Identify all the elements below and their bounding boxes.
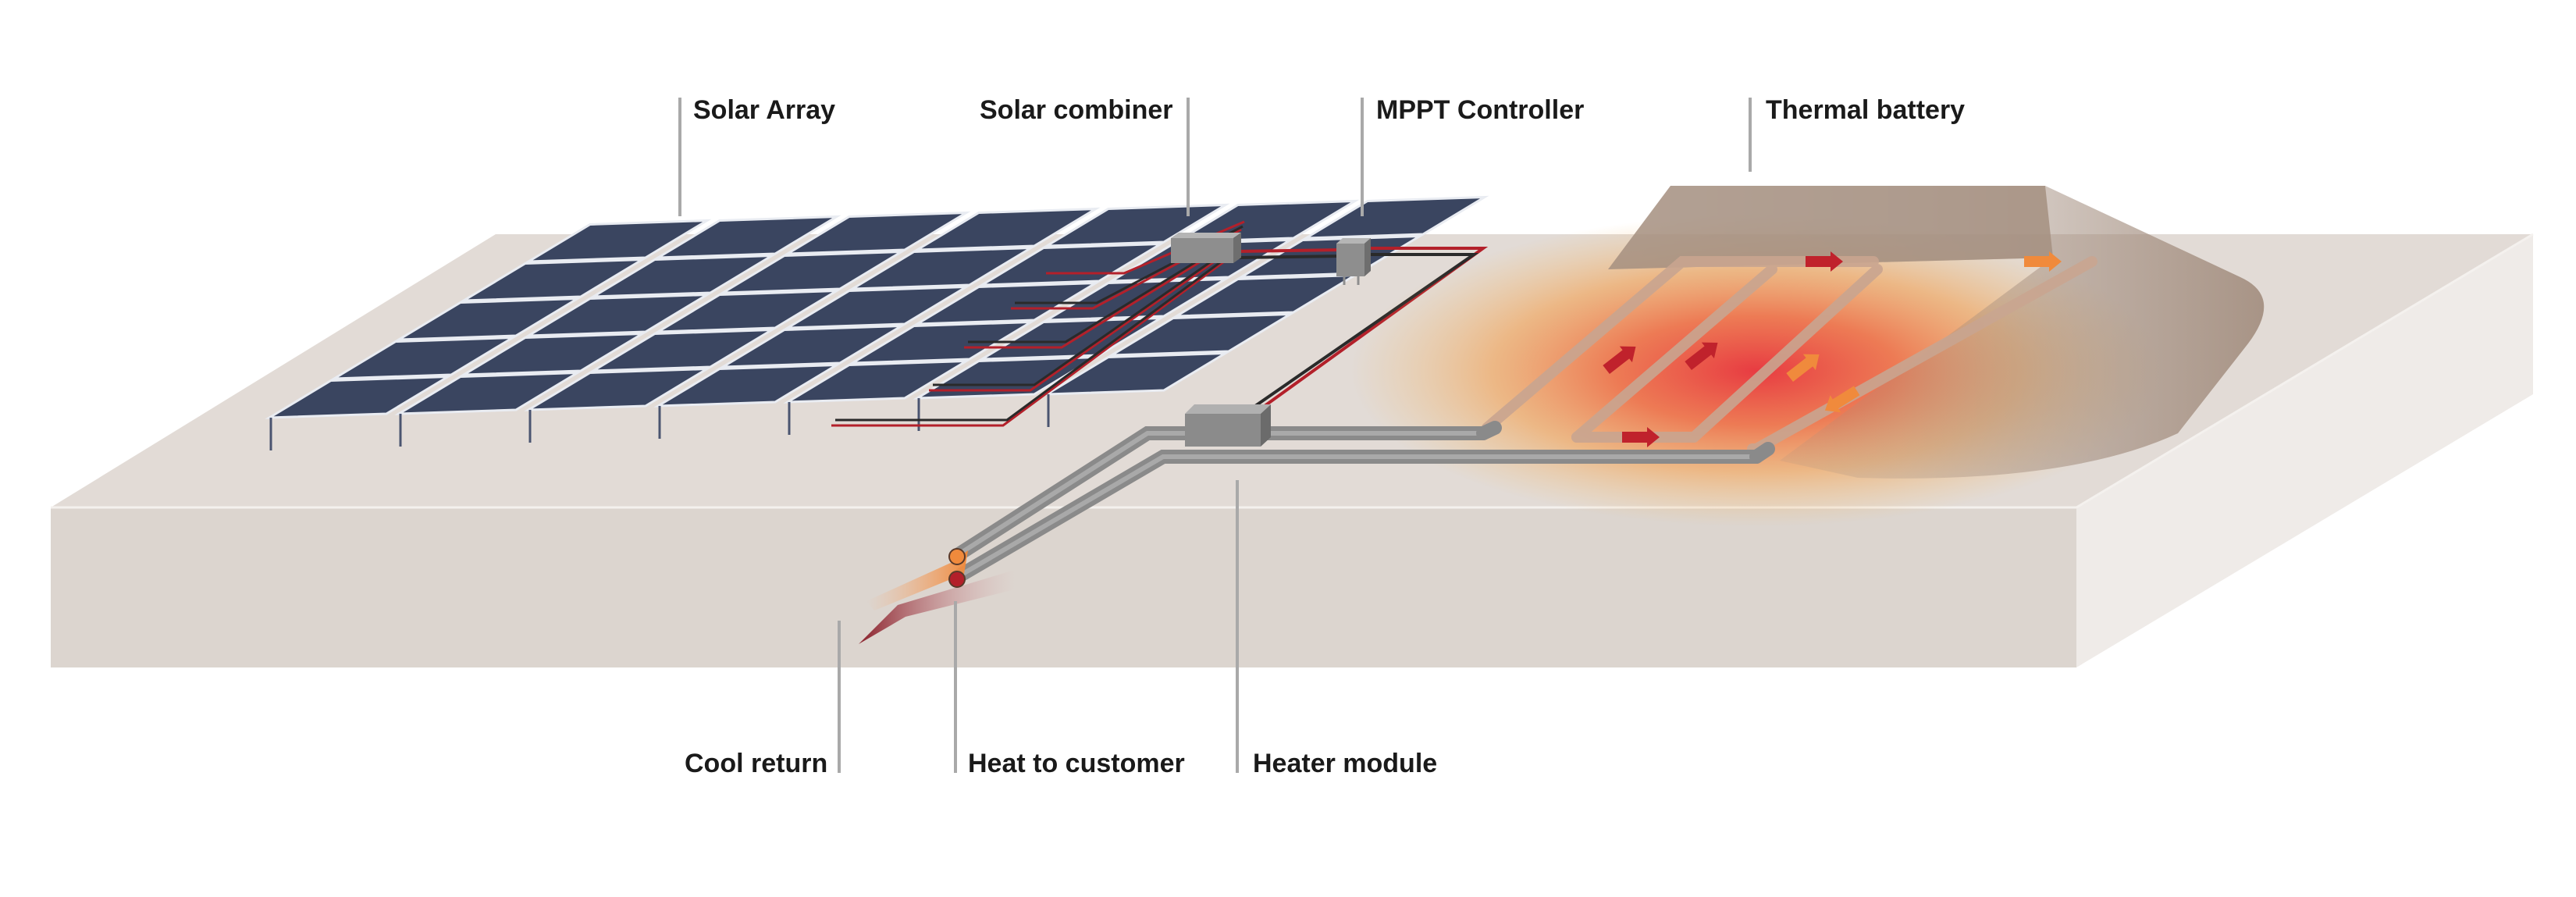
distribution-pipes xyxy=(949,421,1775,585)
solar-panel-icon xyxy=(459,258,647,302)
flow-arrow-icon xyxy=(1786,354,1820,383)
slab-front xyxy=(51,507,2076,667)
heater-box-icon xyxy=(1185,404,1271,447)
label-solar-combiner: Solar combiner xyxy=(980,95,1173,125)
label-mppt-controller: MPPT Controller xyxy=(1376,95,1585,125)
controller-wiring xyxy=(1236,247,1489,408)
label-heat-to-customer: Heat to customer xyxy=(968,749,1185,778)
thermal-battery xyxy=(1350,186,2265,527)
slab-side xyxy=(2076,234,2533,667)
solar-panel-icon xyxy=(589,328,777,372)
controller-box-icon xyxy=(1336,238,1371,285)
leader-solar-combiner xyxy=(1187,98,1190,216)
leader-mppt-controller xyxy=(1361,98,1364,216)
solar-panel-icon xyxy=(1042,203,1230,247)
solar-panel-icon xyxy=(524,367,712,411)
leader-thermal-battery xyxy=(1749,98,1752,172)
combiner-box-icon xyxy=(1171,233,1241,263)
solar-panel-icon xyxy=(718,250,906,294)
solar-panel-icon xyxy=(1042,351,1230,396)
label-solar-array: Solar Array xyxy=(693,95,836,125)
flow-arrow-icon xyxy=(1603,346,1636,375)
flow-arrow-icon xyxy=(1622,427,1660,447)
label-heater-module: Heater module xyxy=(1253,749,1438,778)
battery-flow-arrows xyxy=(1603,251,2062,447)
solar-panel-icon xyxy=(653,289,841,333)
flow-arrow-icon xyxy=(2024,251,2062,272)
flow-arrow-icon xyxy=(1824,386,1860,413)
solar-panel-icon xyxy=(913,281,1101,326)
leader-solar-array xyxy=(678,98,681,216)
leader-heater-module xyxy=(1236,480,1239,773)
solar-panel-icon xyxy=(1107,312,1295,357)
heat-arrow xyxy=(866,550,968,610)
leader-cool-return xyxy=(838,621,841,773)
leader-heat-to-customer xyxy=(954,601,957,773)
cool-return-arrow xyxy=(859,570,1015,644)
solar-panel-icon xyxy=(394,371,582,415)
solar-panel-icon xyxy=(653,363,841,408)
solar-panel-icon xyxy=(459,332,647,376)
solar-panel-icon xyxy=(589,254,777,298)
solar-panel-icon xyxy=(524,293,712,337)
flow-arrow-icon xyxy=(1685,342,1718,371)
solar-panel-icon xyxy=(783,285,971,329)
solar-panel-icon xyxy=(653,215,841,259)
solar-panel-icon xyxy=(783,359,971,404)
solar-panel-icon xyxy=(1301,195,1489,240)
label-thermal-battery: Thermal battery xyxy=(1766,95,1966,125)
solar-panel-icon xyxy=(718,324,906,368)
battery-top xyxy=(1608,186,2053,269)
solar-panel-icon xyxy=(329,336,518,380)
solar-panel-icon xyxy=(524,219,712,263)
solar-panel-icon xyxy=(848,320,1036,365)
label-cool-return: Cool return xyxy=(685,749,828,778)
flow-arrow-icon xyxy=(1806,251,1843,272)
solar-panel-icon xyxy=(913,207,1101,251)
flow-arrow-icon xyxy=(859,548,1015,644)
solar-panel-icon xyxy=(783,211,971,255)
solar-panel-icon xyxy=(394,297,582,341)
solar-panel-icon xyxy=(848,246,1036,290)
solar-panel-icon xyxy=(977,242,1165,287)
solar-panel-icon xyxy=(265,375,453,419)
